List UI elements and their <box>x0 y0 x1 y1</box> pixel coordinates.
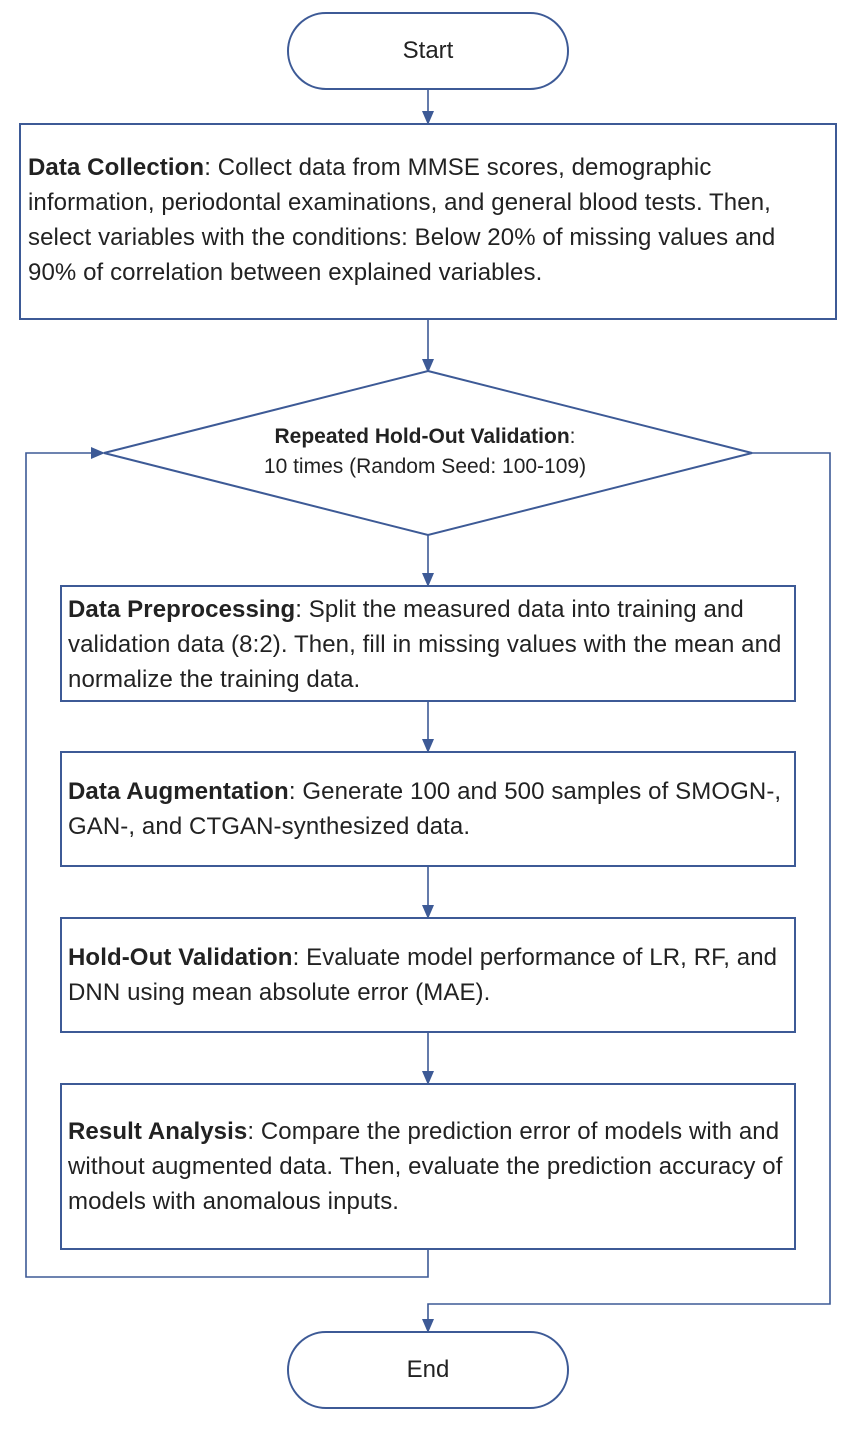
data-collection-title: Data Collection <box>28 154 205 181</box>
decision-diamond <box>103 369 753 537</box>
data-collection-text: : Collect data from MMSE scores, demogra… <box>28 154 776 286</box>
loop-back-line <box>25 447 429 1278</box>
loop-decision-label: Repeated Hold-Out Validation: 10 times (… <box>215 422 635 482</box>
end-label: End <box>406 1356 450 1383</box>
data-augmentation-text: : Generate 100 and 500 samples of SMOGN-… <box>68 778 782 840</box>
end-terminal: End <box>287 1331 569 1409</box>
data-collection-box: Data Collection: Collect data from MMSE … <box>19 123 837 320</box>
loop-exit-line <box>422 452 831 1333</box>
data-preprocessing-title: Data Preprocessing <box>68 596 296 623</box>
holdout-validation-title: Hold-Out Validation <box>68 944 293 971</box>
data-augmentation-box: Data Augmentation: Generate 100 and 500 … <box>60 751 796 867</box>
result-analysis-box: Result Analysis: Compare the prediction … <box>60 1083 796 1250</box>
data-preprocessing-box: Data Preprocessing: Split the measured d… <box>60 585 796 702</box>
holdout-validation-text: : Evaluate model performance of LR, RF, … <box>68 944 778 1006</box>
start-terminal: Start <box>287 12 569 90</box>
loop-title: Repeated Hold-Out Validation <box>274 425 570 448</box>
holdout-validation-box: Hold-Out Validation: Evaluate model perf… <box>60 917 796 1033</box>
loop-title-sep: : <box>569 425 576 448</box>
data-augmentation-title: Data Augmentation <box>68 778 289 805</box>
loop-text: 10 times (Random Seed: 100-109) <box>263 455 587 478</box>
start-label: Start <box>402 37 454 64</box>
result-analysis-text: : Compare the prediction error of models… <box>68 1118 783 1215</box>
result-analysis-title: Result Analysis <box>68 1118 248 1145</box>
data-preprocessing-text: : Split the measured data into training … <box>68 596 782 693</box>
